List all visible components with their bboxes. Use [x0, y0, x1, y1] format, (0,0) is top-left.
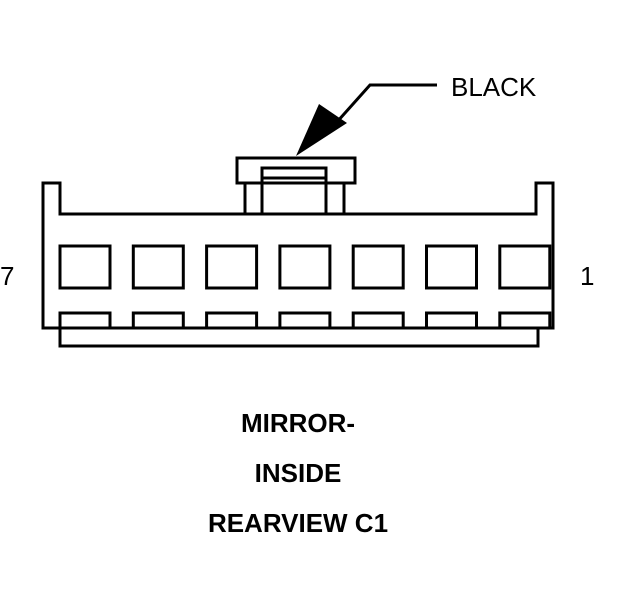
connector-bottom-rail: [58, 326, 540, 348]
terminal-slot: [205, 311, 259, 330]
pin-cavity: [425, 244, 478, 290]
caption-line-3: REARVIEW C1: [208, 508, 388, 538]
terminal-slot: [131, 311, 185, 330]
pin-label-right: 1: [580, 261, 594, 291]
pin-cavity: [498, 244, 552, 290]
terminal-slot: [278, 311, 332, 330]
terminal-slot: [58, 311, 112, 330]
pin-cavity: [131, 244, 185, 290]
pin-cavity: [278, 244, 332, 290]
caption-line-1: MIRROR-: [241, 408, 355, 438]
color-label: BLACK: [451, 72, 537, 102]
color-leader: [296, 83, 437, 156]
leader-arrowhead: [296, 104, 347, 156]
pin-cavity: [205, 244, 259, 290]
pin-cavities: [58, 244, 552, 290]
terminal-slots: [58, 311, 552, 330]
terminal-slot: [498, 311, 552, 330]
terminal-slot: [425, 311, 478, 330]
pin-cavity: [58, 244, 112, 290]
pin-label-left: 7: [0, 261, 14, 291]
pin-cavity: [351, 244, 405, 290]
locking-tab: [235, 156, 357, 214]
terminal-slot: [351, 311, 405, 330]
caption-line-2: INSIDE: [255, 458, 342, 488]
